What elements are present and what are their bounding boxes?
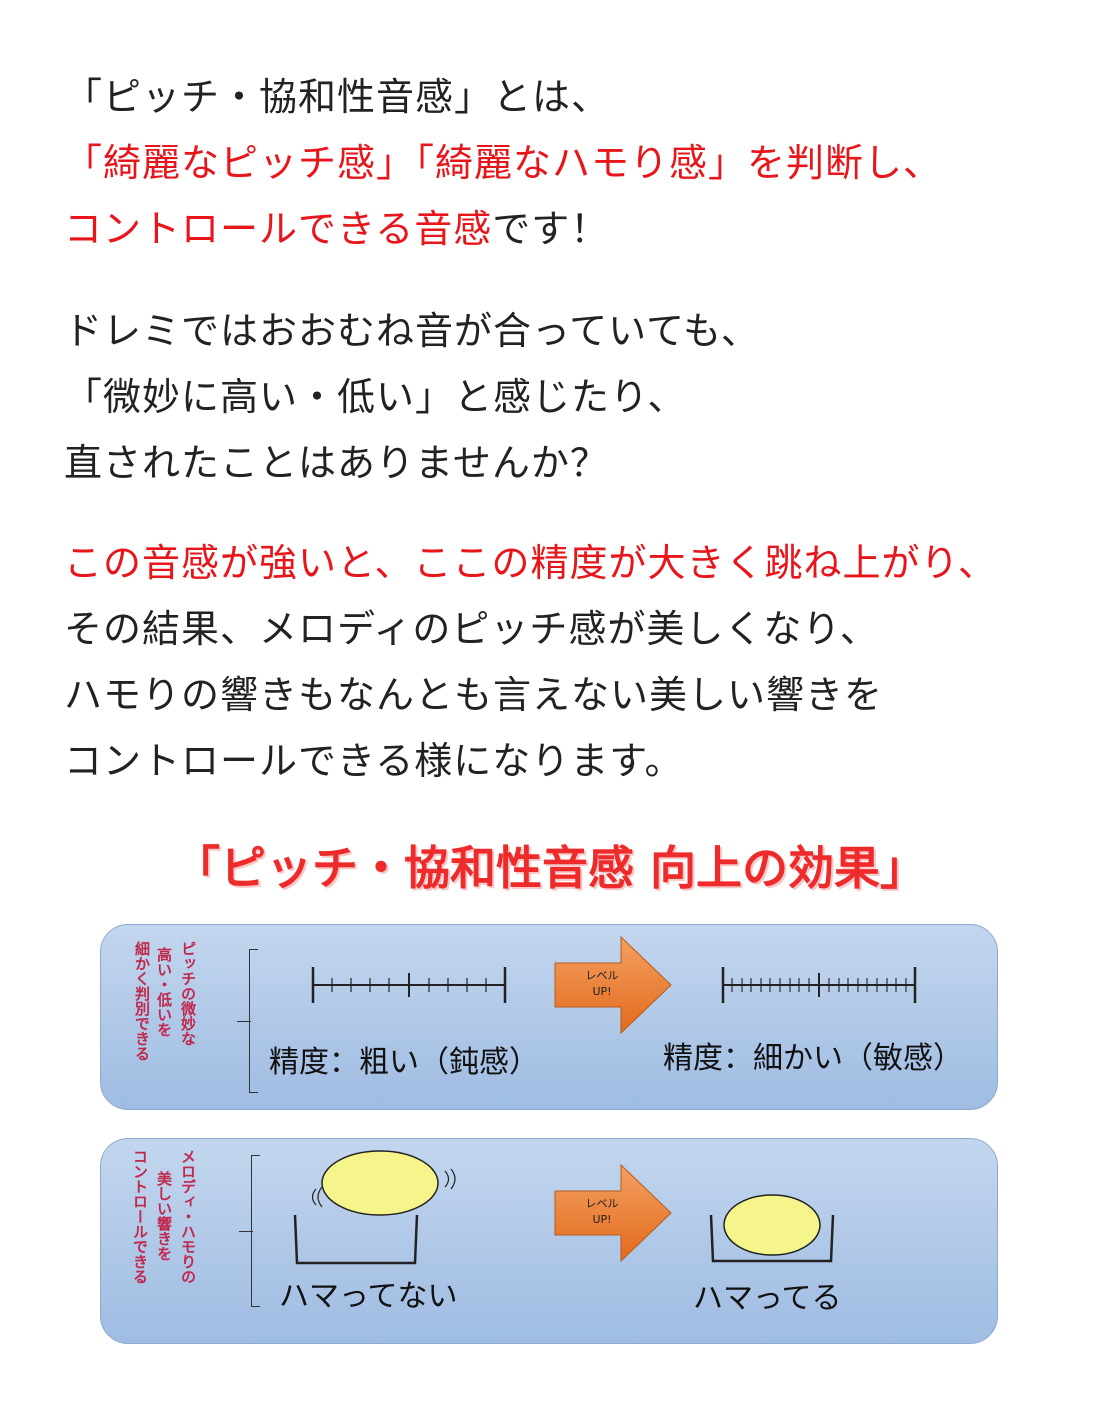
effect-line-2: その結果、メロディのピッチ感が美しくなり、 — [64, 607, 879, 651]
level-up-arrow-2: レベル UP! — [553, 1163, 673, 1263]
panel2-label-col-1: メロディ・ハモりの — [179, 1149, 197, 1284]
question-paragraph: ドレミではおおむね音が合っていても、 「微妙に高い・低い」と感じたり、 直された… — [64, 298, 760, 496]
question-line-2: 「微妙に高い・低い」と感じたり、 — [64, 375, 687, 419]
section-heading: 「ピッチ・協和性音感 向上の効果」 — [173, 841, 926, 895]
unfitted-label: ハマってない — [279, 1279, 458, 1314]
coarse-precision-label: 精度：粗い（鈍感） — [269, 1045, 539, 1080]
effect-line-3: ハモりの響きもなんとも言えない美しい響きを — [64, 673, 884, 717]
coarse-ruler-icon — [311, 967, 507, 1003]
panel1-bracket-tick — [237, 1021, 251, 1022]
fitted-ball-icon — [709, 1194, 835, 1263]
intro-line-3: コントロールできる音感です！ — [64, 196, 942, 262]
fitted-label: ハマってる — [693, 1281, 842, 1316]
effect-line-1: この音感が強いと、ここの精度が大きく跳ね上がり、 — [64, 541, 997, 585]
panel1-label-col-2: 高い・低いを — [155, 947, 173, 1037]
question-line-3: 直されたことはありませんか？ — [64, 441, 609, 485]
fine-precision-label: 精度：細かい（敏感） — [663, 1041, 963, 1076]
panel1-label-col-1: ピッチの微妙な — [179, 941, 197, 1046]
arrow-right-icon — [554, 935, 672, 1035]
level-up-arrow-1: レベル UP! — [553, 935, 673, 1035]
arrow-1-label-bottom: UP! — [592, 985, 612, 998]
intro-line-2: 「綺麗なピッチ感」「綺麗なハモり感」を判断し、 — [64, 141, 943, 185]
intro-line-3-tail: です！ — [492, 207, 610, 251]
panel2-bracket-tick — [239, 1231, 253, 1232]
arrow-2-label-top: レベル — [585, 1197, 619, 1210]
fine-ruler-icon — [721, 967, 917, 1003]
panel2-label-col-3: コントロールできる — [131, 1149, 149, 1284]
unfitted-ball-icon — [293, 1150, 456, 1265]
intro-line-1: 「ピッチ・協和性音感」とは、 — [64, 75, 611, 119]
arrow-1-label-top: レベル — [585, 969, 619, 982]
harmony-panel: メロディ・ハモりの 美しい響きを コントロールできる レベル UP! ハマってな… — [100, 1138, 998, 1344]
question-line-1: ドレミではおおむね音が合っていても、 — [64, 309, 760, 353]
panel2-label-col-2: 美しい響きを — [155, 1171, 173, 1261]
arrow-2-label-bottom: UP! — [592, 1213, 612, 1226]
intro-paragraph: 「ピッチ・協和性音感」とは、 「綺麗なピッチ感」「綺麗なハモり感」を判断し、 コ… — [64, 64, 942, 262]
panel1-label-col-3: 細かく判別できる — [133, 941, 151, 1061]
pitch-precision-panel: ピッチの微妙な 高い・低いを 細かく判別できる レベル UP! — [100, 924, 998, 1110]
arrow-right-icon — [554, 1163, 672, 1263]
effect-paragraph: この音感が強いと、ここの精度が大きく跳ね上がり、 その結果、メロディのピッチ感が… — [64, 530, 997, 794]
intro-line-3-highlight: コントロールできる音感 — [64, 207, 493, 251]
effect-line-4: コントロールできる様になります。 — [64, 739, 684, 783]
